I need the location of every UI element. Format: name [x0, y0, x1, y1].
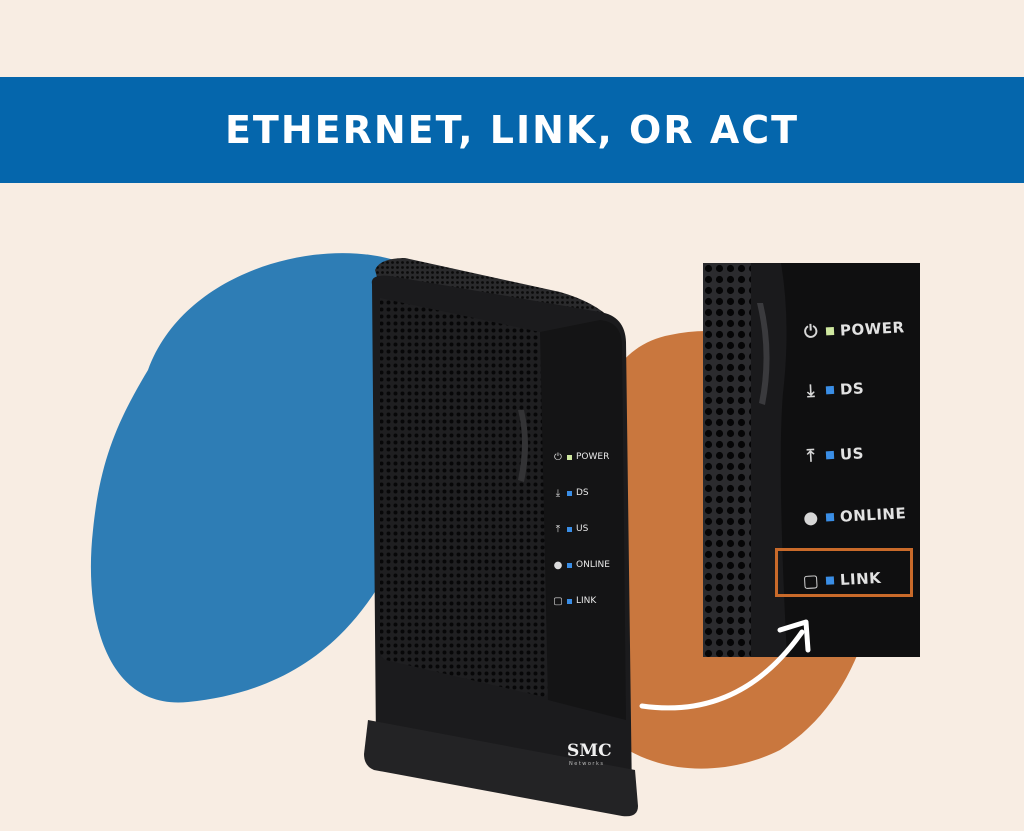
upload-icon: ⤒ — [555, 523, 561, 535]
led-label: POWER — [839, 318, 905, 340]
led-indicator — [825, 326, 835, 336]
led-indicator — [567, 454, 572, 460]
led-label: DS — [576, 488, 589, 498]
zoomed-led-panel: ⏻POWER⤓DS⤒US●ONLINE▢LINK — [703, 263, 920, 657]
monitor-icon: ▢ — [553, 595, 563, 607]
led-label: US — [839, 444, 865, 464]
globe-icon: ● — [802, 507, 820, 529]
cable-modem-image — [364, 258, 638, 817]
power-icon: ⏻ — [803, 321, 819, 343]
brand-logo-text: SMC — [567, 741, 612, 761]
page-title: ETHERNET, LINK, OR ACT — [224, 108, 800, 152]
led-indicator — [567, 562, 572, 568]
modem-led-us: ⤒ US — [552, 520, 632, 538]
download-icon: ⤓ — [806, 380, 816, 402]
led-label: US — [576, 524, 589, 534]
led-indicator — [567, 598, 572, 604]
link-highlight-box — [775, 548, 913, 597]
modem-led-ds: ⤓ DS — [552, 484, 632, 502]
title-banner: ETHERNET, LINK, OR ACT — [0, 77, 1024, 183]
led-label: DS — [839, 379, 865, 399]
zoom-mesh-texture — [703, 263, 787, 657]
led-indicator — [567, 490, 572, 496]
led-indicator — [825, 513, 835, 522]
download-icon: ⤓ — [555, 487, 561, 499]
globe-icon: ● — [553, 559, 563, 571]
led-indicator — [825, 450, 835, 460]
power-icon: ⏻ — [554, 451, 562, 463]
upload-icon: ⤒ — [806, 445, 816, 467]
led-indicator — [567, 526, 572, 532]
led-label: POWER — [576, 452, 610, 462]
modem-led-link: ▢ LINK — [552, 592, 632, 610]
curved-arrow-icon — [639, 619, 811, 711]
blue-blob-shape — [90, 253, 451, 703]
led-label: LINK — [576, 596, 597, 606]
led-label: ONLINE — [576, 560, 610, 570]
zoom-led-ds: ⤓ DS — [801, 378, 865, 401]
zoom-led-us: ⤒ US — [801, 443, 865, 466]
modem-led-panel: ⏻ POWER ⤓ DS ⤒ US ● ONLINE ▢ LINK — [552, 448, 632, 628]
brand-subtitle: Networks — [569, 761, 605, 767]
modem-led-power: ⏻ POWER — [552, 448, 632, 466]
modem-led-online: ● ONLINE — [552, 556, 632, 574]
led-label: ONLINE — [839, 504, 907, 526]
led-indicator — [825, 385, 835, 395]
